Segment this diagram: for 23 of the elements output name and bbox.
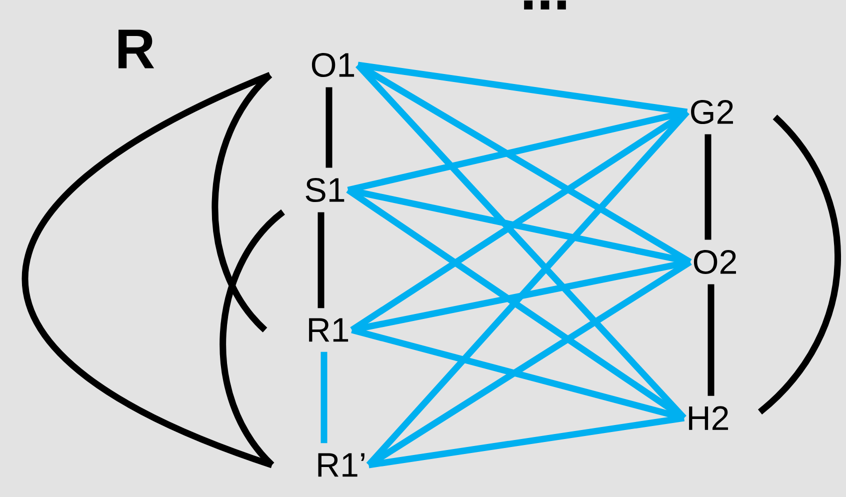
connector-line	[368, 414, 685, 468]
connector-line	[326, 87, 332, 168]
node-label: O1	[312, 52, 354, 78]
node-label: R1	[309, 318, 348, 342]
curved-line	[758, 114, 841, 414]
connector-line	[318, 212, 324, 308]
connector-line	[704, 134, 712, 240]
connector-line	[320, 352, 328, 444]
node-label: S1	[306, 178, 344, 202]
ellipsis-label: ...	[524, 0, 566, 10]
node-label: G2	[691, 100, 733, 124]
node-label: R1’	[318, 453, 364, 477]
connector-line	[351, 258, 691, 334]
connector-line	[708, 284, 714, 396]
connector-line	[356, 62, 686, 420]
curved-line	[212, 72, 272, 332]
node-label: H2	[689, 406, 728, 430]
label-letter: R	[118, 30, 154, 68]
connector-line	[356, 62, 692, 265]
curved-line	[220, 210, 286, 468]
connector-line	[357, 62, 688, 116]
curved-line	[22, 72, 274, 468]
node-label: O2	[694, 250, 736, 274]
